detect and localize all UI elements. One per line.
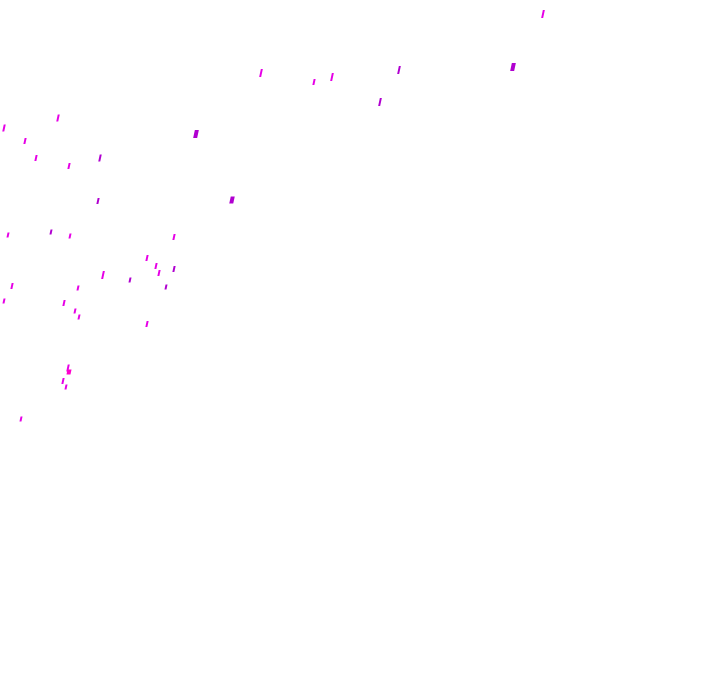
tick-mark <box>6 232 10 238</box>
tick-mark <box>10 283 14 289</box>
tick-mark <box>541 10 545 18</box>
tick-mark <box>312 79 316 85</box>
tick-mark <box>66 369 72 375</box>
tick-mark <box>98 154 102 162</box>
tick-mark <box>397 66 401 74</box>
tick-mark <box>23 138 27 144</box>
tick-mark <box>330 73 334 81</box>
tick-mark <box>56 114 60 122</box>
tick-mark <box>259 69 263 77</box>
tick-mark <box>154 263 158 269</box>
tick-mark <box>64 384 68 390</box>
tick-mark <box>164 284 168 290</box>
tick-mark <box>101 271 105 279</box>
tick-mark <box>66 364 70 372</box>
tick-mark <box>76 285 80 291</box>
tick-mark <box>34 155 38 161</box>
tick-mark <box>172 266 176 272</box>
tick-mark <box>96 198 100 204</box>
tick-mark <box>77 314 81 320</box>
tick-mark <box>2 124 6 132</box>
tick-mark <box>67 163 71 169</box>
tick-mark <box>378 98 382 106</box>
tick-mark <box>2 298 6 304</box>
tick-mark <box>145 255 149 261</box>
tick-mark <box>49 229 53 235</box>
tick-mark <box>128 277 132 283</box>
tick-mark <box>193 130 199 138</box>
tick-mark <box>62 300 66 306</box>
tick-mark <box>145 321 149 327</box>
tick-mark <box>510 63 516 71</box>
tick-mark <box>229 196 235 204</box>
tick-mark <box>19 416 23 422</box>
tick-mark <box>61 378 65 384</box>
tick-mark <box>73 308 77 314</box>
tick-mark <box>172 234 176 240</box>
tick-mark <box>68 233 72 239</box>
tick-mark <box>157 270 161 276</box>
